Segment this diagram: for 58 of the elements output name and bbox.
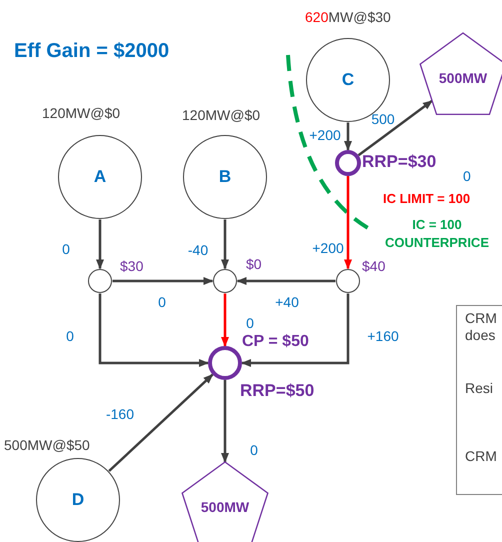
bus-circle: [87, 268, 113, 294]
capacity-label: 500MW@$50: [4, 437, 90, 453]
edge-label: +200: [309, 127, 341, 143]
edge-label: +40: [275, 294, 299, 310]
arrow: [112, 277, 214, 285]
price-label: RRP=$50: [240, 381, 314, 400]
generator-circle: [35, 457, 121, 542]
edge-label: -40: [188, 242, 208, 258]
arrow: [358, 100, 433, 156]
capacity-label: 620: [305, 9, 328, 25]
price-note: CP = $50: [242, 333, 309, 351]
node-label: D: [72, 490, 84, 510]
arrow: [344, 122, 352, 151]
limit-note: IC LIMIT = 100: [383, 191, 470, 206]
edge-label: 500: [371, 111, 395, 127]
edge-label: 0: [250, 442, 258, 458]
arrow: [221, 294, 229, 347]
edge-label: 0: [158, 294, 166, 310]
node-label: A: [94, 167, 106, 187]
node-label: B: [218, 167, 232, 187]
arrow: [98, 294, 209, 367]
price-label: $30: [120, 258, 144, 274]
arrow: [344, 176, 352, 270]
capacity-label: 120MW@$0: [42, 105, 120, 121]
arrow: [221, 220, 229, 270]
arrow: [221, 380, 229, 463]
edge-label: 0: [66, 328, 74, 344]
note-text: Resi: [465, 380, 494, 397]
generator-circle: [182, 134, 268, 220]
flow-value: 0: [463, 168, 471, 184]
arrow: [241, 294, 350, 367]
bus-circle: [335, 268, 361, 294]
note-text: CRM does: [465, 310, 498, 344]
capacity-label: 120MW@$0: [182, 107, 260, 123]
node-label: C: [342, 70, 354, 90]
title: Eff Gain = $2000: [14, 40, 170, 63]
arrow: [108, 374, 214, 472]
load-pentagon: [179, 461, 271, 542]
edge-label: -160: [106, 406, 134, 422]
edge-label: 0: [246, 315, 254, 331]
generator-circle: [57, 134, 143, 220]
note-text: CRM: [465, 448, 498, 465]
node-label: 500MW: [200, 499, 250, 515]
node-label: 500MW: [438, 70, 488, 86]
edge-label: 0: [62, 241, 70, 257]
edge-label: +200: [312, 240, 344, 256]
edge-label: +160: [367, 328, 399, 344]
arrow: [96, 220, 104, 270]
bus-circle: [208, 346, 242, 380]
bus-circle: [335, 150, 361, 176]
arrow: [236, 277, 336, 285]
constraint-note: IC = 100 COUNTERPRICE: [384, 216, 490, 252]
price-label: $0: [246, 256, 262, 272]
capacity-label: MW@$30: [328, 9, 391, 25]
note-panel: [456, 305, 502, 495]
bus-circle: [212, 268, 238, 294]
price-label: RRP=$30: [362, 152, 436, 171]
price-label: $40: [362, 258, 386, 274]
